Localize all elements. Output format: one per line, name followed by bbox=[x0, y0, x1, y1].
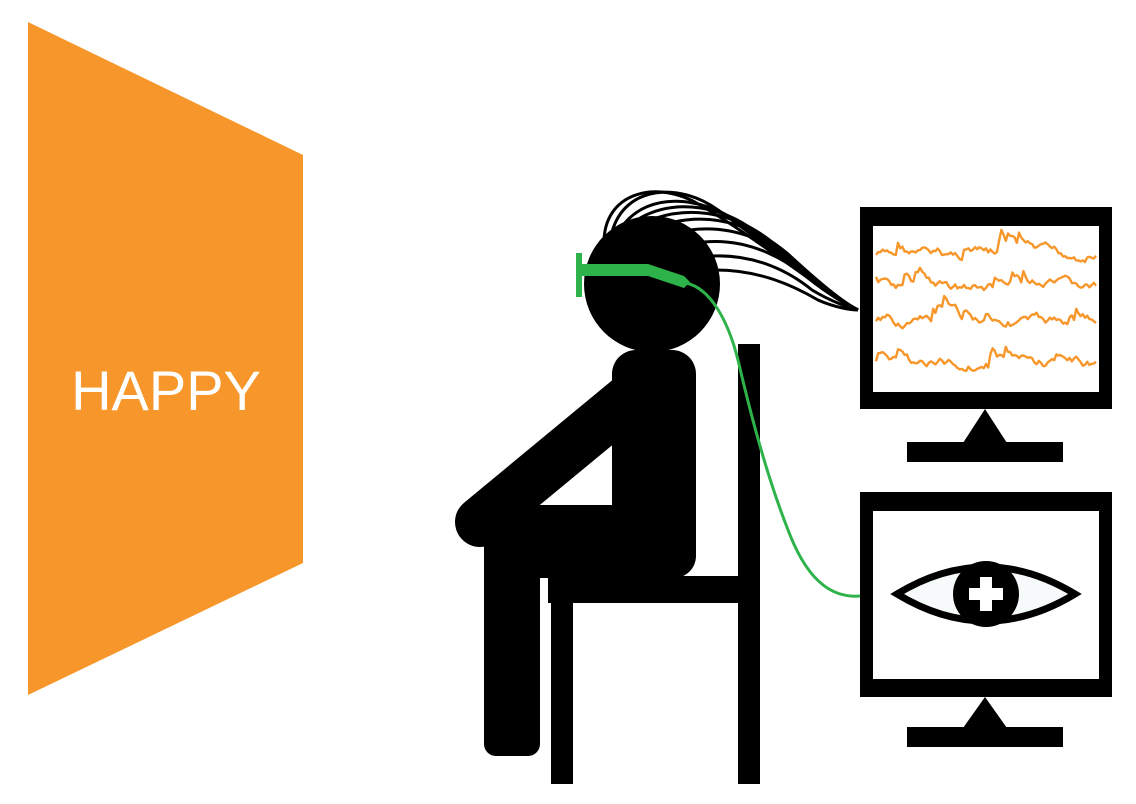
eye-tracker-cable bbox=[685, 281, 861, 598]
eeg-monitor-base bbox=[907, 442, 1063, 462]
eeg-trace bbox=[874, 266, 1097, 292]
eye-monitor-neck bbox=[963, 697, 1007, 728]
eye-icon bbox=[890, 561, 1082, 627]
plus-icon bbox=[969, 577, 1003, 611]
glasses-arm bbox=[580, 264, 690, 288]
eeg-monitor-neck bbox=[963, 409, 1007, 443]
person-silhouette-icon bbox=[455, 216, 720, 756]
eye-monitor-base bbox=[907, 727, 1063, 747]
chair-front-leg bbox=[551, 576, 573, 784]
person-head bbox=[584, 216, 720, 352]
stimulus-word: HAPPY bbox=[71, 359, 261, 422]
eeg-cap-electrode-wires-icon bbox=[602, 190, 859, 312]
stimulus-panel bbox=[28, 22, 303, 695]
chair-icon bbox=[548, 344, 760, 784]
chair-backrest bbox=[738, 344, 760, 784]
chair-seat bbox=[548, 576, 760, 603]
eeg-trace bbox=[874, 294, 1097, 330]
stimulus-screen: HAPPY bbox=[28, 22, 303, 695]
person-shin bbox=[484, 528, 540, 756]
eeg-monitor bbox=[860, 207, 1112, 462]
eeg-trace bbox=[874, 345, 1097, 373]
glasses-front-bar bbox=[576, 253, 582, 297]
eeg-trace bbox=[875, 228, 1097, 264]
person-arm-upper bbox=[455, 373, 655, 547]
eye-monitor bbox=[860, 492, 1112, 747]
eye-tracker-glasses-icon bbox=[576, 253, 861, 598]
eeg-traces bbox=[874, 228, 1097, 373]
